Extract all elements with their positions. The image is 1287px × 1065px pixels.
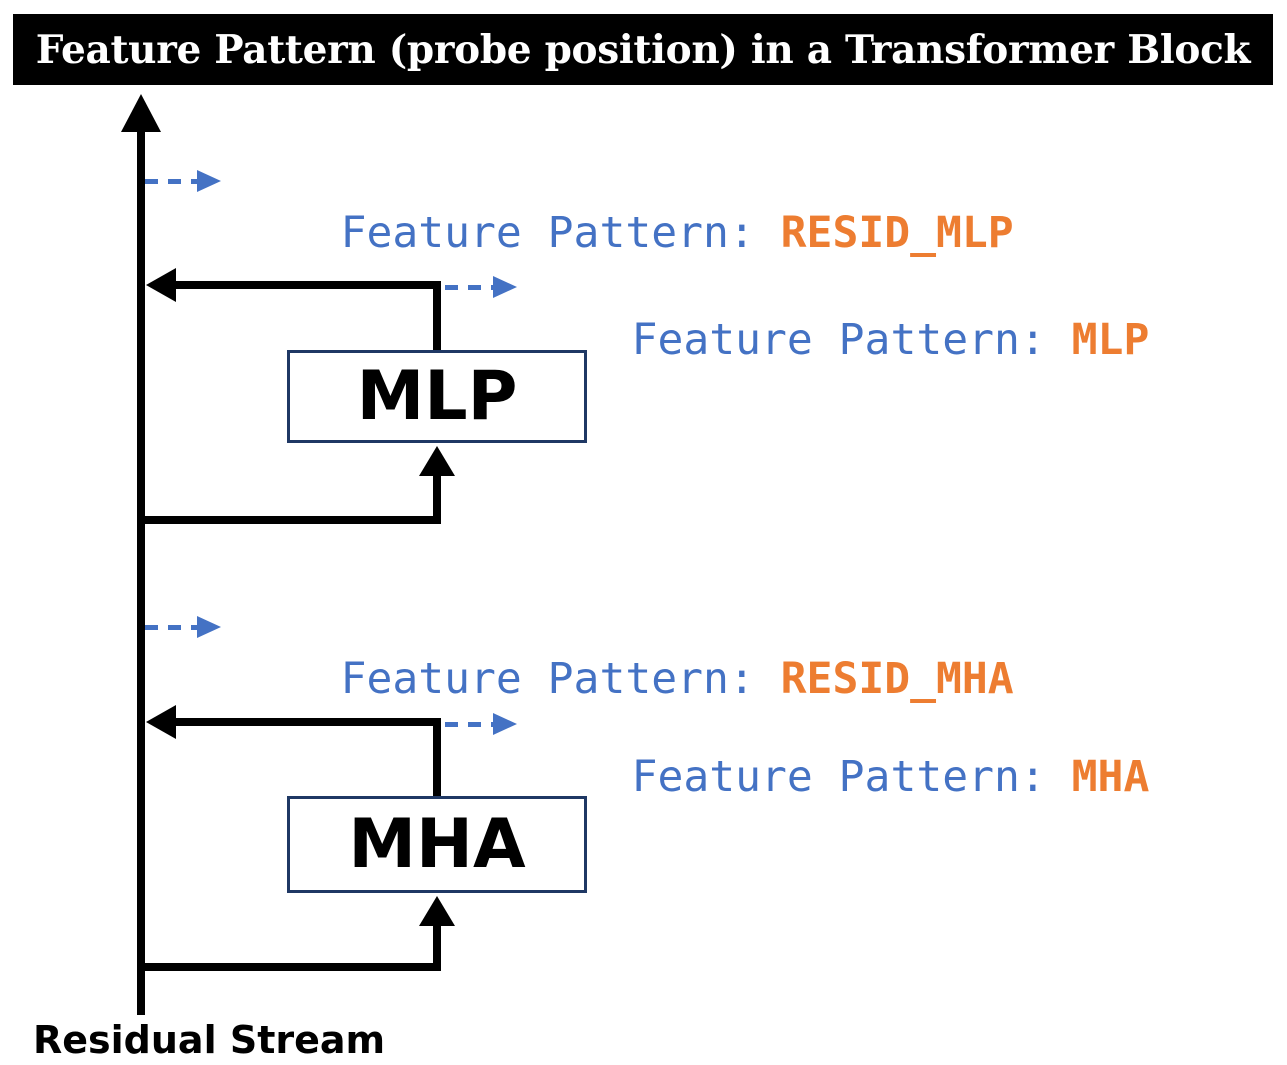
mha-output-line-horizontal	[170, 718, 441, 726]
mlp-input-line-horizontal	[137, 516, 441, 524]
resid-mha-label-value: RESID_MHA	[780, 654, 1014, 704]
mlp-output-line-vertical	[433, 285, 441, 353]
resid-mlp-probe-arrowhead-icon	[197, 170, 221, 192]
mha-probe-dashes	[445, 722, 493, 727]
mlp-probe-label: Feature Pattern: MLP	[528, 262, 1150, 418]
resid-mha-probe-label: Feature Pattern: RESID_MHA	[237, 601, 1014, 757]
diagram-title: Feature Pattern (probe position) in a Tr…	[13, 14, 1273, 85]
resid-mlp-label-value: RESID_MLP	[780, 208, 1014, 258]
mlp-output-line-horizontal	[170, 281, 441, 289]
mha-input-line-horizontal	[137, 963, 441, 971]
mha-probe-arrowhead-icon	[493, 713, 517, 735]
mlp-block-label: MLP	[356, 357, 518, 436]
mha-block: MHA	[287, 796, 587, 893]
residual-stream-label: Residual Stream	[33, 1018, 386, 1062]
mha-label-prefix: Feature Pattern:	[631, 752, 1072, 802]
mlp-probe-dashes	[445, 285, 493, 290]
mlp-probe-arrowhead-icon	[493, 276, 517, 298]
residual-stream-line	[137, 118, 145, 1015]
mha-probe-label: Feature Pattern: MHA	[528, 699, 1150, 855]
resid-mlp-probe-label: Feature Pattern: RESID_MLP	[237, 155, 1014, 311]
resid-mlp-probe-dashes	[145, 179, 197, 184]
mlp-input-line-vertical	[433, 470, 441, 524]
resid-mha-probe-arrowhead-icon	[197, 616, 221, 638]
mha-block-label: MHA	[348, 805, 526, 884]
mha-label-value: MHA	[1071, 752, 1150, 802]
resid-mha-probe-dashes	[145, 625, 197, 630]
mlp-label-prefix: Feature Pattern:	[631, 315, 1072, 365]
mlp-label-value: MLP	[1071, 315, 1150, 365]
mha-output-line-vertical	[433, 722, 441, 799]
mha-input-line-vertical	[433, 920, 441, 970]
mlp-block: MLP	[287, 350, 587, 443]
resid-mha-label-prefix: Feature Pattern:	[340, 654, 781, 704]
resid-mlp-label-prefix: Feature Pattern:	[340, 208, 781, 258]
